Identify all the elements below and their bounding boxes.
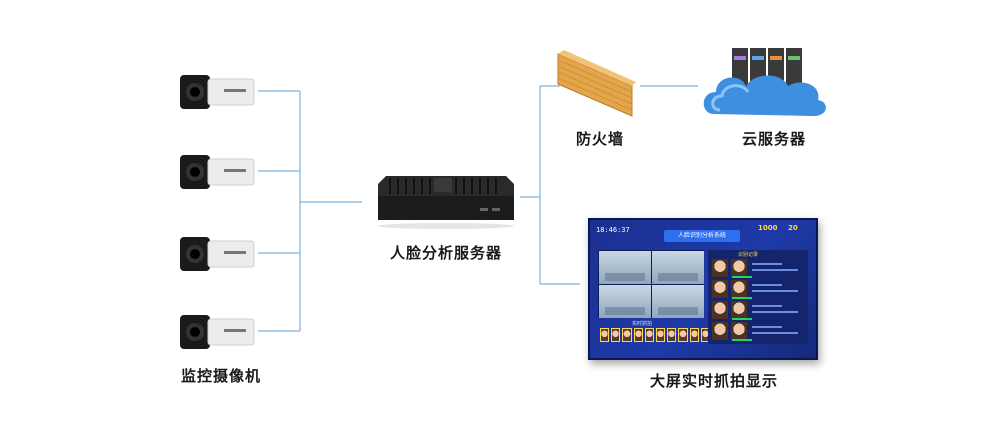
record-row <box>712 280 804 299</box>
face-thumb <box>644 328 655 342</box>
face-thumb <box>622 328 632 342</box>
face-thumb <box>678 328 688 342</box>
record-face <box>731 322 747 340</box>
cameras-label: 监控摄像机 <box>181 367 262 385</box>
video-cell <box>652 251 704 284</box>
record-row <box>712 301 804 320</box>
video-cell <box>599 285 651 318</box>
cloud-server-icon <box>703 48 826 116</box>
face-server-icon <box>378 176 514 229</box>
screen-time: 18:46:37 <box>596 226 630 234</box>
records-label: 识别记录 <box>738 252 759 258</box>
record-face <box>712 322 728 340</box>
capture-strip <box>600 328 711 342</box>
record-face <box>731 301 747 319</box>
record-row <box>712 322 804 341</box>
camera-3-icon <box>180 237 255 271</box>
camera-2-icon <box>180 155 255 189</box>
strip-label: 实时抓拍 <box>632 321 653 327</box>
video-grid <box>598 250 704 318</box>
screen-title: 人脸识别分析系统 <box>664 230 740 242</box>
video-cell <box>652 285 704 318</box>
face-thumb <box>611 328 621 342</box>
screen-stat-2: 20 <box>788 224 798 232</box>
display-label: 大屏实时抓拍显示 <box>650 372 779 390</box>
face-thumb <box>656 328 666 342</box>
display-screen: 18:46:37 人脸识别分析系统 1000 20 实时抓拍 识别记录 <box>588 218 818 360</box>
cloud-server-label: 云服务器 <box>742 130 807 148</box>
video-cell <box>599 251 651 284</box>
record-face <box>712 259 728 277</box>
face-thumb <box>633 328 643 342</box>
firewall-icon <box>557 50 636 117</box>
camera-4-icon <box>180 315 255 349</box>
record-row <box>712 259 804 278</box>
record-face <box>731 259 747 277</box>
record-panel: 识别记录 <box>708 250 808 344</box>
record-face <box>731 280 747 298</box>
firewall-label: 防火墙 <box>576 130 625 148</box>
face-thumb <box>600 328 610 342</box>
face-thumb <box>667 328 677 342</box>
camera-1-icon <box>180 75 255 109</box>
face-thumb <box>689 328 699 342</box>
record-face <box>712 280 728 298</box>
face-server-label: 人脸分析服务器 <box>390 244 503 262</box>
record-face <box>712 301 728 319</box>
screen-stat-1: 1000 <box>758 224 778 232</box>
